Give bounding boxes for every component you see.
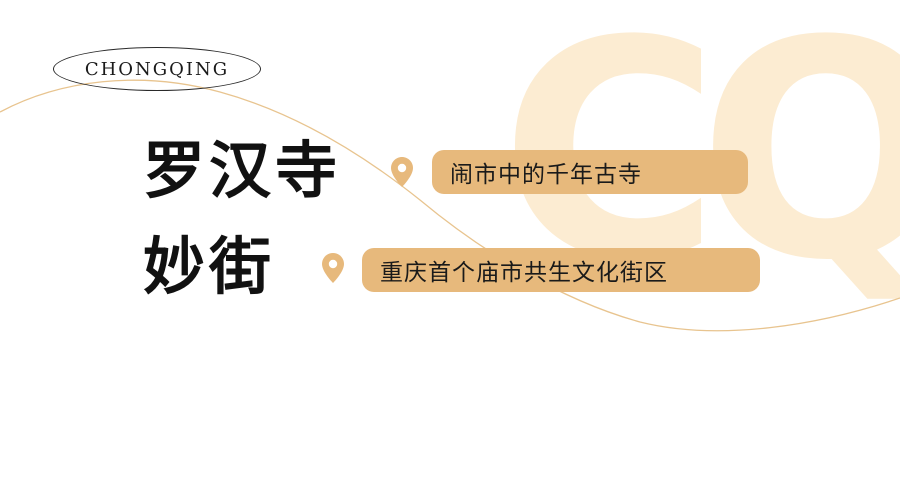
tagline-text: 重庆首个庙市共生文化街区 [380,260,668,286]
section-title-miao-street: 妙街 [143,230,276,303]
tagline-text: 闹市中的千年古寺 [450,162,642,188]
location-pin-icon [391,157,413,187]
tagline-pill-miao-street: 重庆首个庙市共生文化街区 [362,248,760,292]
tagline-pill-luohan-temple: 闹市中的千年古寺 [432,150,748,194]
city-badge-label: CHONGQING [84,58,230,80]
section-title-luohan-temple: 罗汉寺 [143,134,342,207]
location-pin-icon [322,253,344,283]
city-badge: CHONGQING [53,47,261,91]
